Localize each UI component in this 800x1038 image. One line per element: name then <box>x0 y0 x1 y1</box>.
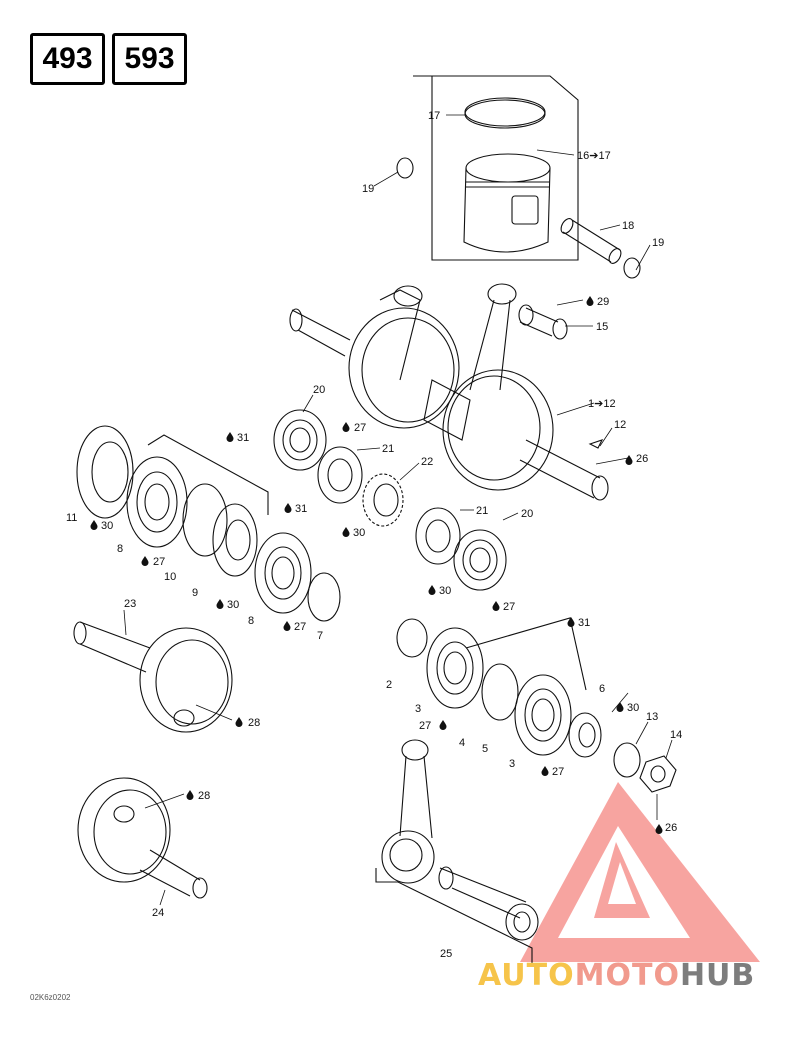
watermark-brand-text: AUTOMOTOHUB <box>478 956 794 996</box>
callout-28: 28 <box>198 790 210 802</box>
watermark-logo-icon <box>520 782 760 962</box>
ball-bearing <box>126 456 188 548</box>
model-badge-593: 593 <box>112 33 187 85</box>
callout-14: 14 <box>670 729 682 741</box>
callout-18: 18 <box>622 220 634 232</box>
crankshaft-half-mag <box>77 777 208 899</box>
callout-13: 13 <box>646 711 658 723</box>
callout-31: 31 <box>578 617 590 629</box>
shim-ring <box>307 572 341 622</box>
callout-labels: 1➔12 2 3 3 4 5 6 7 8 8 9 10 11 12 13 14 … <box>66 110 682 960</box>
callout-3: 3 <box>415 703 421 715</box>
callout-10: 10 <box>164 571 176 583</box>
callout-30: 30 <box>353 527 365 539</box>
piston-pin <box>560 218 622 264</box>
callout-8: 8 <box>248 615 254 627</box>
washer <box>613 742 641 778</box>
callout-2: 2 <box>386 679 392 691</box>
crankshaft-nut <box>639 755 677 793</box>
callout-27: 27 <box>354 422 366 434</box>
callout-15: 15 <box>596 321 608 333</box>
callout-26: 26 <box>665 822 677 834</box>
watermark-part-2: MOTO <box>574 958 680 993</box>
callout-7: 7 <box>317 630 323 642</box>
callout-30: 30 <box>439 585 451 597</box>
model-badge-493: 493 <box>30 33 105 85</box>
callout-8: 8 <box>117 543 123 555</box>
callout-6: 6 <box>599 683 605 695</box>
document-code: 02K6z0202 <box>30 993 71 1002</box>
callout-27: 27 <box>552 766 564 778</box>
oil-seal <box>212 503 258 577</box>
ball-bearing <box>514 674 572 756</box>
callout-11: 11 <box>66 512 77 524</box>
circlip <box>623 257 641 279</box>
callout-23: 23 <box>124 598 136 610</box>
piston-ring <box>464 97 546 127</box>
circlip <box>396 157 414 179</box>
ball-bearing <box>254 532 312 614</box>
callout-27: 27 <box>294 621 306 633</box>
gear <box>362 473 404 527</box>
callout-9: 9 <box>192 587 198 599</box>
callout-25: 25 <box>440 948 452 960</box>
connecting-rod <box>381 739 539 941</box>
piston <box>463 153 551 253</box>
watermark-part-3: HUB <box>679 958 756 993</box>
callout-26: 26 <box>636 453 648 465</box>
callout-30: 30 <box>101 520 113 532</box>
callout-24: 24 <box>152 907 164 919</box>
callout-21: 21 <box>382 443 394 455</box>
callout-27: 27 <box>153 556 165 568</box>
callout-20: 20 <box>313 384 325 396</box>
callout-19: 19 <box>362 183 374 195</box>
callout-30: 30 <box>627 702 639 714</box>
callout-5: 5 <box>482 743 488 755</box>
ball-bearing <box>453 529 507 591</box>
callout-17: 17 <box>428 110 440 122</box>
oil-seal <box>415 507 461 565</box>
callout-27: 27 <box>419 720 431 732</box>
callout-31: 31 <box>237 432 249 444</box>
callout-28: 28 <box>248 717 260 729</box>
oil-seal <box>568 712 602 758</box>
callout-31: 31 <box>295 503 307 515</box>
callout-19: 19 <box>652 237 664 249</box>
callout-3: 3 <box>509 758 515 770</box>
callout-16-17: 16➔17 <box>577 150 611 162</box>
shim-ring <box>396 618 428 658</box>
woodruff-key <box>588 439 604 449</box>
callout-30: 30 <box>227 599 239 611</box>
crankshaft-half-pto <box>73 621 233 733</box>
ball-bearing <box>426 627 484 709</box>
callout-4: 4 <box>459 737 465 749</box>
callout-12: 12 <box>614 419 626 431</box>
callout-27: 27 <box>503 601 515 613</box>
ball-bearing <box>273 409 327 471</box>
oil-seal <box>317 446 363 504</box>
needle-bearing <box>518 304 568 340</box>
callout-21: 21 <box>476 505 488 517</box>
seal-disc <box>76 425 134 519</box>
callout-22: 22 <box>421 456 433 468</box>
distance-ring <box>481 663 519 721</box>
callout-20: 20 <box>521 508 533 520</box>
watermark-part-1: AUTO <box>478 958 575 993</box>
callout-29: 29 <box>597 296 609 308</box>
shim-ring <box>182 483 228 557</box>
callout-1-12: 1➔12 <box>588 398 616 410</box>
crankshaft-assembly <box>289 283 609 501</box>
piston-kit-frame <box>431 75 579 261</box>
